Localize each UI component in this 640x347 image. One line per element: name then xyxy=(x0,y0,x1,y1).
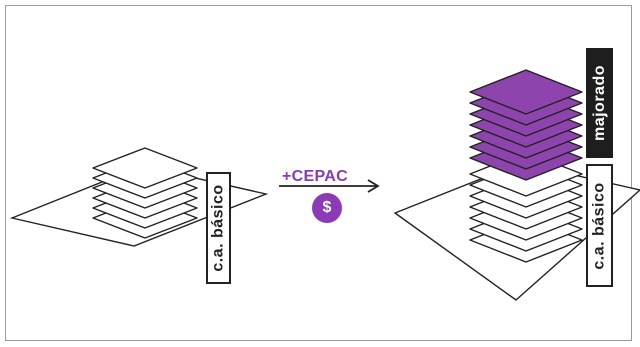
right-basic-label: c.a. básico xyxy=(590,181,608,270)
majorado-label-box: majorado xyxy=(586,48,613,158)
left-floor-plate xyxy=(92,147,198,189)
coin-symbol: $ xyxy=(322,199,332,216)
left-building-diagram xyxy=(9,147,269,247)
cepac-arrow xyxy=(279,179,380,193)
right-majorado-floor-plate xyxy=(469,69,583,115)
majorado-label: majorado xyxy=(590,64,608,142)
cepac-label: +CEPAC xyxy=(282,168,348,185)
right-basic-label-box: c.a. básico xyxy=(586,164,613,287)
left-basic-label-box: c.a. básico xyxy=(206,172,231,284)
right-building-diagram xyxy=(393,69,640,301)
dollar-coin-icon: $ xyxy=(312,193,342,223)
left-basic-label: c.a. básico xyxy=(209,184,227,272)
